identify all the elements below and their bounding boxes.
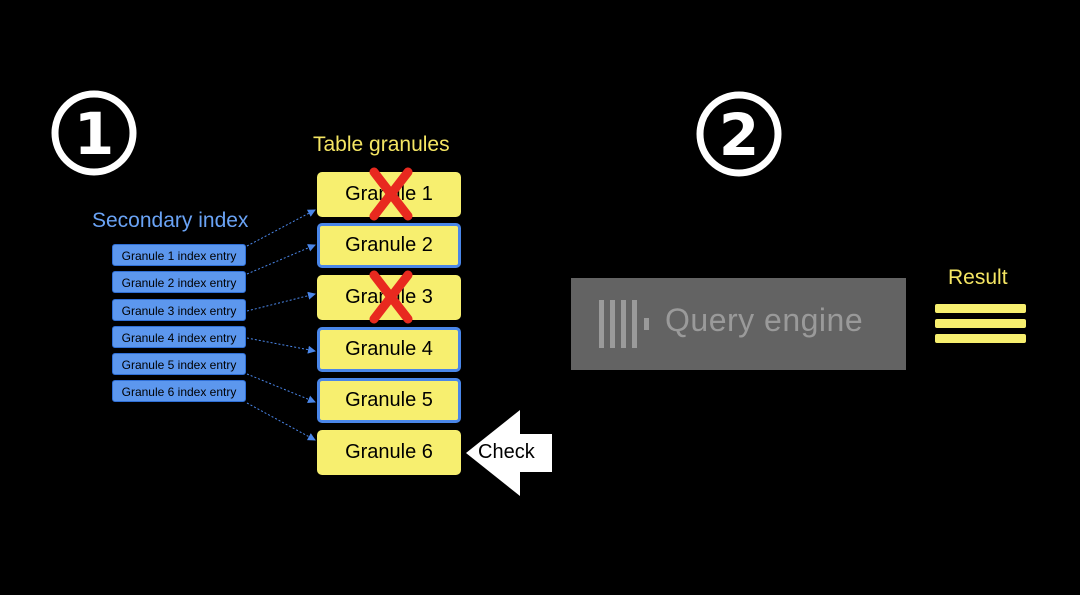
engine-logo-bar xyxy=(644,318,649,330)
check-arrow-icon xyxy=(466,410,552,496)
step-1-circle: 1 xyxy=(51,90,137,176)
connector-1 xyxy=(246,209,316,247)
step-2-circle: 2 xyxy=(696,91,782,177)
table-granules-title: Table granules xyxy=(313,133,450,156)
connector-3 xyxy=(246,291,316,312)
result-line xyxy=(935,304,1026,313)
excluded-cross-icon xyxy=(369,167,413,221)
svg-text:1: 1 xyxy=(74,100,114,168)
query-engine-label: Query engine xyxy=(665,302,864,338)
query-engine-box xyxy=(571,278,906,370)
index-entry-2: Granule 2 index entry xyxy=(112,271,246,293)
granule-5: Granule 5 xyxy=(317,378,461,423)
result-label: Result xyxy=(948,266,1008,289)
connector-4 xyxy=(246,337,316,354)
secondary-index-title: Secondary index xyxy=(92,209,249,232)
connector-6 xyxy=(246,402,316,441)
engine-logo-bar xyxy=(599,300,604,348)
engine-logo-bar xyxy=(621,300,626,348)
index-entry-4: Granule 4 index entry xyxy=(112,326,246,348)
index-entry-6: Granule 6 index entry xyxy=(112,380,246,402)
check-label: Check xyxy=(478,441,535,463)
engine-logo-bar xyxy=(632,300,637,348)
index-entry-5: Granule 5 index entry xyxy=(112,353,246,375)
connector-5 xyxy=(246,373,316,404)
index-entry-1: Granule 1 index entry xyxy=(112,244,246,266)
index-entry-3: Granule 3 index entry xyxy=(112,299,246,321)
connector-2 xyxy=(246,244,316,275)
svg-text:2: 2 xyxy=(719,101,759,169)
result-line xyxy=(935,334,1026,343)
granule-2: Granule 2 xyxy=(317,223,461,268)
engine-logo-bar xyxy=(610,300,615,348)
granule-6: Granule 6 xyxy=(317,430,461,475)
result-line xyxy=(935,319,1026,328)
excluded-cross-icon xyxy=(369,270,413,324)
granule-4: Granule 4 xyxy=(317,327,461,372)
